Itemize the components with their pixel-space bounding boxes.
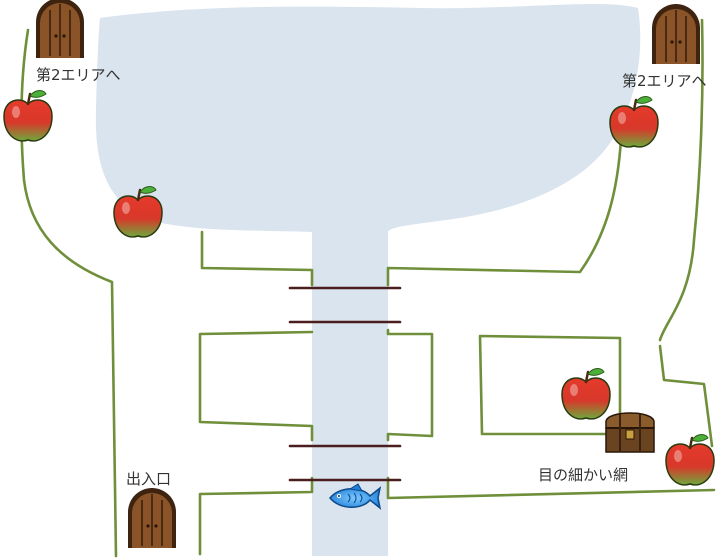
path-upper-left — [200, 230, 314, 287]
path-left-outer — [20, 28, 118, 558]
area2-left-label: 第2エリアへ — [36, 66, 121, 84]
path-right-outer — [658, 18, 704, 342]
area2-right-label: 第2エリアへ — [622, 72, 707, 90]
walking-paths — [20, 18, 716, 558]
path-mid-right — [386, 328, 434, 442]
entrance-label: 出入口 — [126, 470, 172, 488]
treasure-chest-icon[interactable] — [605, 412, 655, 453]
item-net-label: 目の細かい網 — [538, 466, 629, 484]
apple-icon[interactable] — [664, 433, 716, 487]
door-icon[interactable] — [35, 0, 85, 59]
apple-icon[interactable] — [560, 367, 612, 421]
bridges — [288, 286, 402, 482]
path-mid-left — [198, 330, 314, 442]
door-icon[interactable] — [127, 487, 177, 549]
lake — [95, 3, 641, 556]
apple-icon[interactable] — [2, 89, 54, 143]
path-right-room — [658, 344, 714, 448]
door-icon[interactable] — [651, 3, 701, 65]
fish-icon[interactable] — [329, 483, 382, 510]
path-lower-left — [198, 476, 314, 556]
path-lower-right — [386, 476, 716, 500]
